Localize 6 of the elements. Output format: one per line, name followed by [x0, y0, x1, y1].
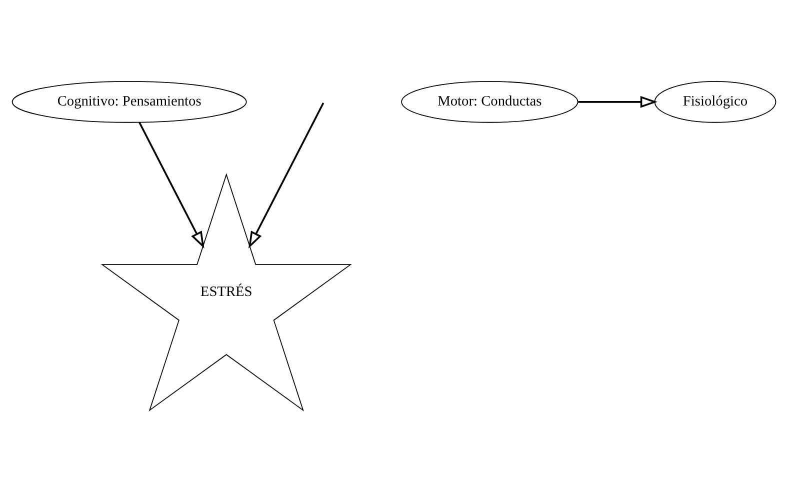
- node-ellipse: Motor: Conductas: [401, 80, 578, 122]
- arrow: [578, 95, 658, 108]
- node-ellipse: Fisiológico: [654, 80, 776, 122]
- arrow: [248, 102, 324, 248]
- arrow: [138, 121, 204, 248]
- node-ellipse: Cognitivo: Pensamientos: [12, 80, 247, 122]
